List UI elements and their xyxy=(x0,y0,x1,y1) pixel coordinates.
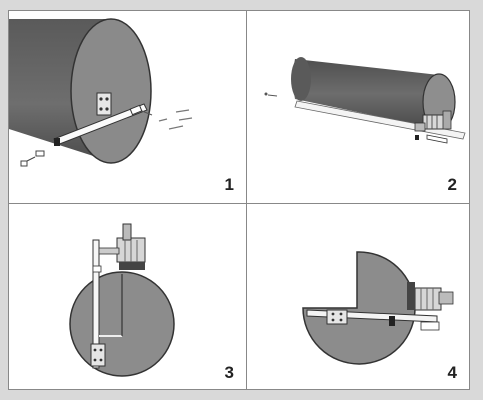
rail-bracket xyxy=(96,92,112,116)
cutting-tool xyxy=(414,110,452,132)
step-4-illustration xyxy=(302,251,454,365)
step-3-illustration xyxy=(69,223,175,377)
exploded-parts xyxy=(158,109,193,130)
panel-divider-vertical xyxy=(246,11,247,389)
bolt-icon xyxy=(129,104,143,116)
step-2-illustration xyxy=(264,57,466,144)
step-number: 3 xyxy=(224,363,234,382)
pipe-end-face xyxy=(70,18,152,164)
pipe-cut-section xyxy=(302,251,416,365)
step-number: 2 xyxy=(447,175,457,194)
step-1-panel: 1 xyxy=(9,11,246,203)
vertical-rail xyxy=(92,239,100,369)
pipe-body xyxy=(293,59,439,129)
panel-divider-horizontal xyxy=(9,203,469,204)
step-2-panel: 2 xyxy=(247,11,469,203)
step-number: 4 xyxy=(447,363,457,382)
screw-icon xyxy=(20,150,45,167)
rail-foot xyxy=(54,138,60,146)
cutting-tool xyxy=(98,223,146,270)
rail-bracket xyxy=(326,309,348,325)
step-1-illustration xyxy=(9,18,193,167)
cutting-tool xyxy=(407,282,454,311)
step-number: 1 xyxy=(224,175,234,194)
rail-bracket xyxy=(90,343,106,367)
step-3-panel: 3 xyxy=(9,204,246,389)
instruction-sheet: 1 xyxy=(8,10,470,390)
step-4-panel: 4 xyxy=(247,204,469,389)
